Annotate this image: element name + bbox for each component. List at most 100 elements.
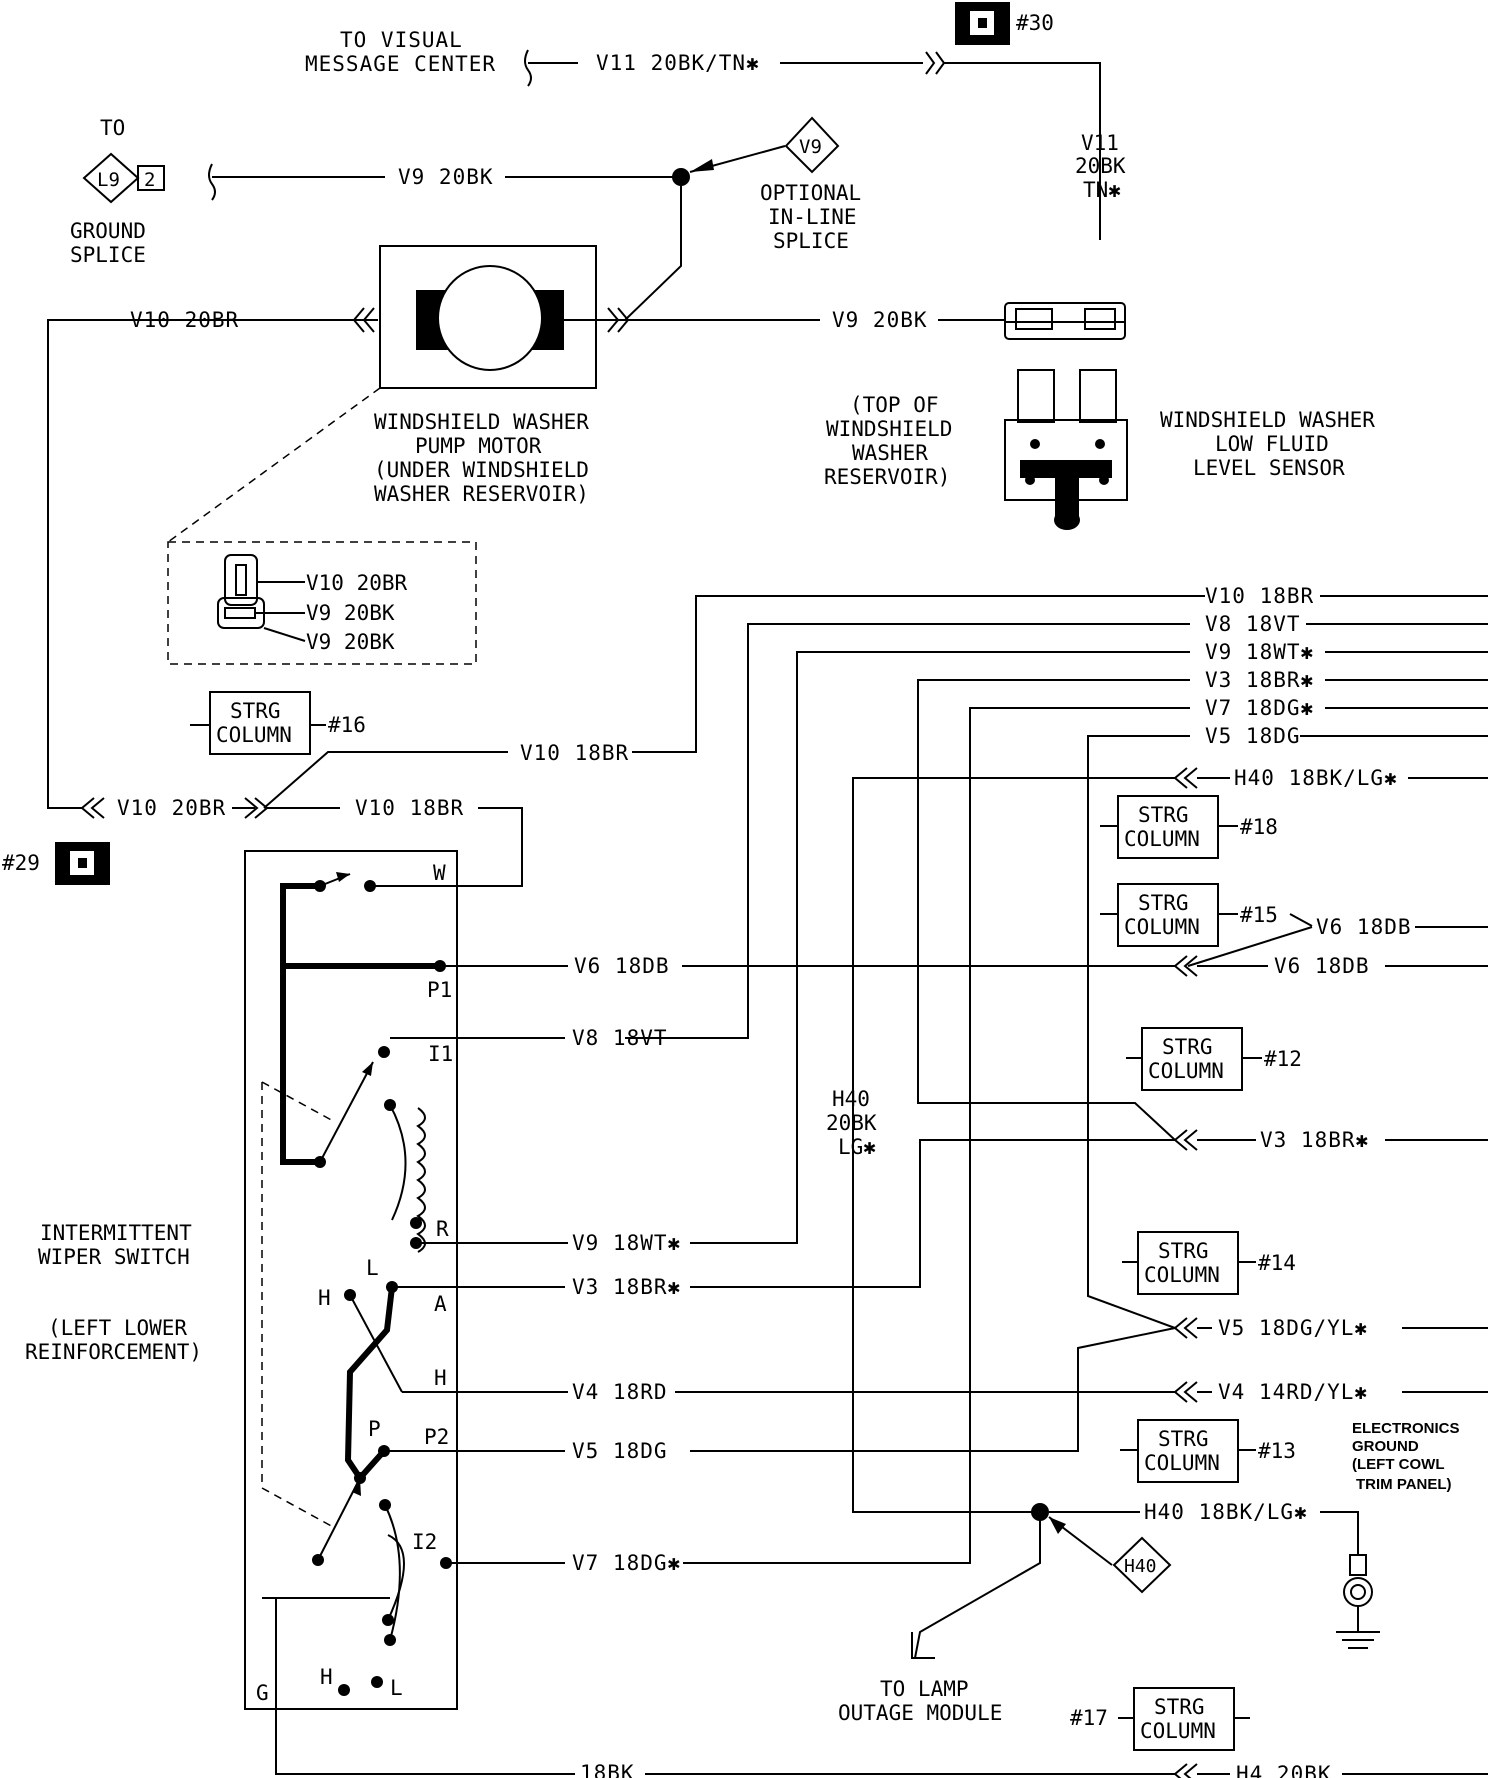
pin-p: P [368, 1417, 381, 1441]
optional-splice-3: SPLICE [773, 229, 849, 253]
strg-16-num: #16 [328, 713, 366, 737]
pin-w: W [433, 861, 446, 885]
strg-18-num: #18 [1240, 815, 1278, 839]
wiper-switch-box [244, 850, 458, 1710]
to-vmc-label-2: MESSAGE CENTER [305, 52, 496, 76]
optional-splice-2: IN-LINE [768, 205, 857, 229]
electronics-ground-1: ELECTRONICS [1352, 1420, 1460, 1437]
pin-h-left: H [318, 1286, 331, 1310]
inset-wire-2: V9 20BK [306, 601, 395, 625]
v10-pump-label: V10 20BR [130, 308, 239, 332]
l9-pin-label: 2 [144, 169, 155, 191]
strg-12-num: #12 [1264, 1047, 1302, 1071]
pump-motor-box [379, 245, 597, 389]
switch-name-2: WIPER SWITCH [38, 1245, 190, 1269]
pin-r: R [436, 1217, 449, 1241]
bk18-label: 18BK [580, 1761, 635, 1778]
right-wire-bundle: V10 18BR V8 18VT V9 18WT✱ V3 18BR✱ V7 18… [625, 584, 1488, 1564]
v9-pump-label: V9 20BK [832, 308, 928, 332]
strg-14-num: #14 [1258, 1251, 1296, 1275]
pin-h: H [434, 1366, 447, 1390]
v10-20br-label: V10 20BR [117, 796, 226, 820]
switch-contacts [261, 872, 452, 1696]
v7-switch-label: V7 18DG✱ [572, 1551, 681, 1575]
right-wire-v7: V7 18DG✱ [1205, 696, 1314, 720]
v3-right-label: V3 18BR✱ [1260, 1128, 1369, 1152]
strg-17-num: #17 [1070, 1706, 1108, 1730]
pump-motor-3: (UNDER WINDSHIELD [374, 458, 589, 482]
pin-l: L [366, 1256, 379, 1280]
pin-i1: I1 [428, 1042, 453, 1066]
right-wire-v10: V10 18BR [1205, 584, 1314, 608]
right-wire-v3: V3 18BR✱ [1205, 668, 1314, 692]
to-vmc-label-1: TO VISUAL [340, 28, 463, 52]
v11-vert-3: TN✱ [1083, 178, 1121, 202]
inset-wire-3: V9 20BK [306, 630, 395, 654]
strg-14-2: COLUMN [1144, 1263, 1220, 1287]
pump-motor-1: WINDSHIELD WASHER [374, 410, 589, 434]
v6-r2-label: V6 18DB [1274, 954, 1370, 978]
v6-switch-label: V6 18DB [574, 954, 670, 978]
pin-l-bottom: L [390, 1676, 403, 1700]
pin-p2: P2 [424, 1425, 449, 1449]
strg-15-num: #15 [1240, 903, 1278, 927]
electronics-ground-2: GROUND [1352, 1438, 1419, 1455]
strg-13-1: STRG [1158, 1427, 1209, 1451]
reservoir-3: WASHER [852, 441, 928, 465]
v10-18br-b-label: V10 18BR [355, 796, 464, 820]
v9-switch-label: V9 18WT✱ [572, 1231, 681, 1255]
pump-motor-icon [437, 265, 543, 371]
right-wire-v8: V8 18VT [1205, 612, 1301, 636]
v5-right-label: V5 18DG/YL✱ [1218, 1316, 1368, 1340]
v8-switch-label: V8 18VT [572, 1026, 668, 1050]
connector-inset-box [167, 541, 477, 665]
v9-diamond-label: V9 [799, 136, 822, 158]
low-fluid-sensor-icon [1004, 369, 1128, 530]
h4-label: H4 20BK [1236, 1762, 1332, 1778]
switch-name-1: INTERMITTENT [40, 1221, 192, 1245]
strg-column-16-box [209, 691, 311, 755]
pin-h-bottom: H [320, 1665, 333, 1689]
pin-p1: P1 [427, 978, 452, 1002]
ground-splice-1: GROUND [70, 219, 146, 243]
strg-15-1: STRG [1138, 891, 1189, 915]
h40-bottom-label: H40 18BK/LG✱ [1144, 1500, 1308, 1524]
strg-18-2: COLUMN [1124, 827, 1200, 851]
switch-loc-1: (LEFT LOWER [48, 1316, 187, 1340]
strg-12-1: STRG [1162, 1035, 1213, 1059]
strg-17-2: COLUMN [1140, 1719, 1216, 1743]
ground-splice-2: SPLICE [70, 243, 146, 267]
l9-splice-icon [82, 152, 140, 204]
connector-30-label: #30 [1016, 11, 1054, 35]
h40-vert-2: 20BK [826, 1111, 877, 1135]
h40-splice-diamond-icon [1112, 1536, 1172, 1594]
lamp-outage-1: TO LAMP [880, 1677, 969, 1701]
lamp-outage-2: OUTAGE MODULE [838, 1701, 1002, 1725]
pump-connector-icon [217, 554, 265, 629]
v9-splice-diamond-icon [784, 116, 840, 174]
strg-13-num: #13 [1258, 1439, 1296, 1463]
right-wire-v5: V5 18DG [1205, 724, 1301, 748]
optional-splice-1: OPTIONAL [760, 181, 861, 205]
v4-right-label: V4 14RD/YL✱ [1218, 1380, 1368, 1404]
electronics-ground-3: (LEFT COWL [1352, 1456, 1444, 1473]
switch-loc-2: REINFORCEMENT) [25, 1340, 202, 1364]
ground-icon [1336, 1554, 1380, 1649]
pump-motor-2: PUMP MOTOR [415, 434, 542, 458]
v11-vert-2: 20BK [1075, 154, 1126, 178]
v11-top-label: V11 20BK/TN✱ [596, 51, 760, 75]
pin-g: G [256, 1681, 269, 1705]
strg-16-1: STRG [230, 699, 281, 723]
v5-switch-label: V5 18DG [572, 1439, 668, 1463]
reservoir-1: (TOP OF [850, 393, 939, 417]
l9-label: L9 [97, 169, 120, 191]
pin-i2: I2 [412, 1530, 437, 1554]
v11-vert-1: V11 [1081, 131, 1119, 155]
sensor-1: WINDSHIELD WASHER [1160, 408, 1375, 432]
reservoir-4: RESERVOIR) [824, 465, 950, 489]
h40-diamond-label: H40 [1124, 1556, 1157, 1577]
right-wire-v9: V9 18WT✱ [1205, 640, 1314, 664]
strg-13-2: COLUMN [1144, 1451, 1220, 1475]
reservoir-2: WINDSHIELD [826, 417, 952, 441]
